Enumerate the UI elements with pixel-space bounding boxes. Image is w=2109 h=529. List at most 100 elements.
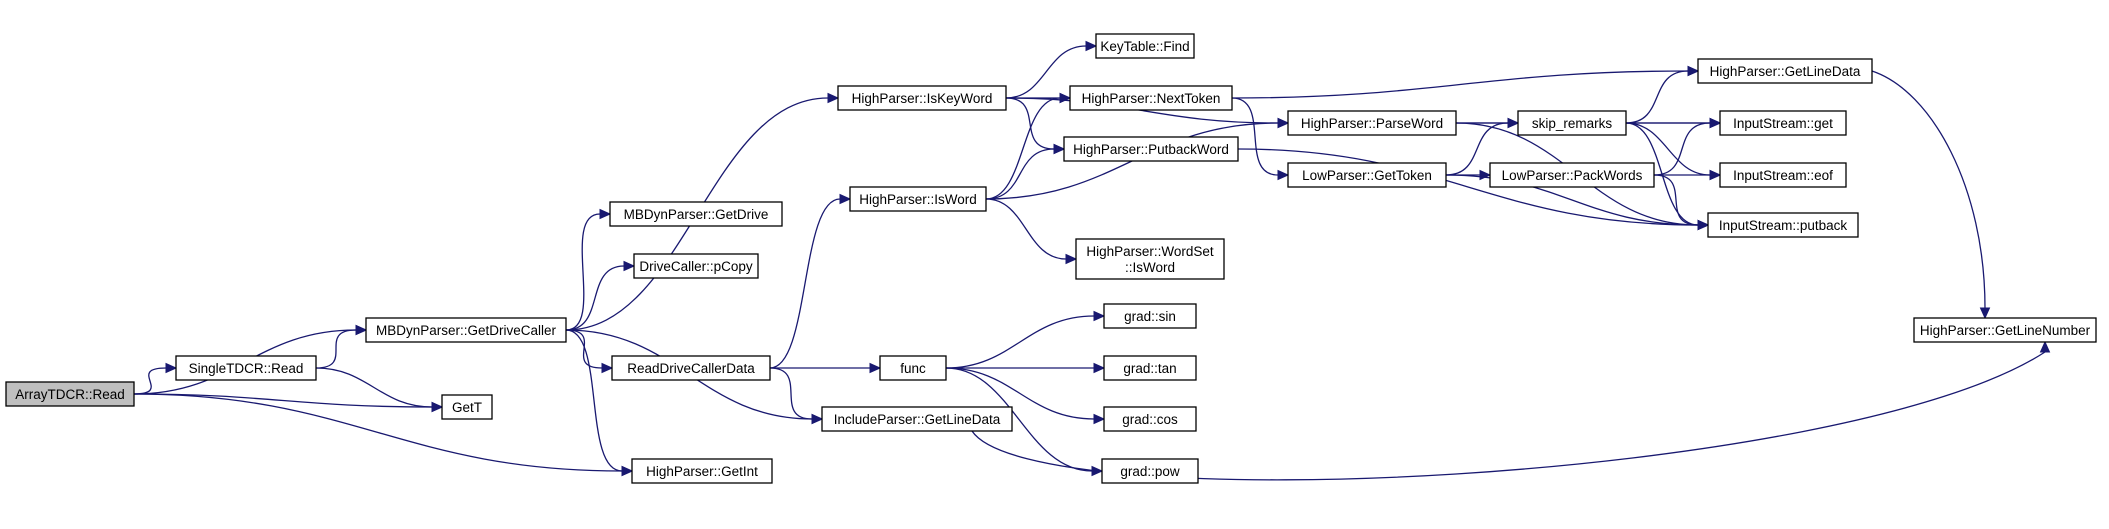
arrowhead: [1065, 253, 1078, 265]
node-readdrivecallerdata[interactable]: ReadDriveCallerData: [611, 355, 771, 381]
node-highparser-nexttoken[interactable]: HighParser::NextToken: [1069, 85, 1233, 111]
node-grad-pow[interactable]: grad::pow: [1101, 458, 1199, 484]
edge-line: [1005, 97, 1055, 150]
arrowhead: [1277, 169, 1290, 181]
node-box: [1489, 162, 1655, 188]
arrowhead: [431, 401, 444, 413]
node-box: [1103, 355, 1197, 381]
edge-includeparser-getlinedata-to-highparser-getlinenumber: [971, 340, 2051, 481]
edge-highparser-nexttoken-to-highparser-getlinedata: [1231, 65, 1700, 99]
node-highparser-getlinedata[interactable]: HighParser::GetLineData: [1697, 58, 1873, 84]
node-label: HighParser::GetLineData: [1710, 64, 1861, 79]
node-label: HighParser::GetInt: [646, 464, 758, 479]
node-highparser-getlinenumber[interactable]: HighParser::GetLineNumber: [1913, 317, 2097, 343]
node-label: HighParser::IsWord: [859, 192, 977, 207]
arrowhead: [1277, 117, 1290, 129]
edge-highparser-isword-to-highparser-wordset-isword: [985, 198, 1078, 265]
node-box: [609, 201, 783, 227]
node-label: InputStream::get: [1733, 116, 1833, 131]
edge-mbdynparser-getdrivecaller-to-highparser-getint: [565, 329, 634, 477]
edge-line: [985, 198, 1067, 260]
node-label: HighParser::PutbackWord: [1073, 142, 1229, 157]
arrowhead: [599, 208, 612, 220]
node-highparser-wordset-isword[interactable]: HighParser::WordSet::IsWord: [1075, 238, 1225, 280]
node-box: [1101, 458, 1199, 484]
node-grad-cos[interactable]: grad::cos: [1103, 406, 1197, 432]
node-box: [837, 85, 1007, 111]
node-highparser-iskeyword[interactable]: HighParser::IsKeyWord: [837, 85, 1007, 111]
node-grad-tan[interactable]: grad::tan: [1103, 355, 1197, 381]
arrowhead: [1697, 219, 1710, 231]
node-label: ArrayTDCR::Read: [15, 387, 125, 402]
node-highparser-isword[interactable]: HighParser::IsWord: [849, 186, 987, 212]
edge-line: [1005, 45, 1087, 99]
node-box: [1719, 162, 1847, 188]
node-drivecaller-pcopy[interactable]: DriveCaller::pCopy: [633, 253, 759, 279]
node-label: func: [900, 361, 926, 376]
node-skip-remarks[interactable]: skip_remarks: [1517, 110, 1627, 136]
edge-line: [133, 367, 167, 395]
node-label: GetT: [452, 400, 482, 415]
arrowhead: [1709, 169, 1722, 181]
node-highparser-parseword[interactable]: HighParser::ParseWord: [1287, 110, 1457, 136]
edge-singletdcr-read-to-gett: [315, 367, 444, 413]
arrowhead: [1093, 310, 1106, 322]
node-arraytdcr-read[interactable]: ArrayTDCR::Read: [5, 381, 135, 407]
node-mbdynparser-getdrive[interactable]: MBDynParser::GetDrive: [609, 201, 783, 227]
node-label: HighParser::IsKeyWord: [852, 91, 993, 106]
edge-line: [133, 393, 433, 408]
node-label: HighParser::ParseWord: [1301, 116, 1443, 131]
arrowhead: [165, 362, 178, 374]
edge-line: [1625, 70, 1689, 124]
node-inputstream-eof[interactable]: InputStream::eof: [1719, 162, 1847, 188]
node-inputstream-putback[interactable]: InputStream::putback: [1707, 212, 1859, 238]
edge-singletdcr-read-to-mbdynparser-getdrivecaller: [315, 324, 368, 369]
node-highparser-putbackword[interactable]: HighParser::PutbackWord: [1063, 136, 1239, 162]
edge-line: [769, 367, 813, 420]
edge-line: [945, 367, 1093, 472]
arrowhead: [1093, 413, 1106, 425]
node-grad-sin[interactable]: grad::sin: [1103, 303, 1197, 329]
edge-line: [1445, 122, 1509, 176]
node-lowparser-packwords[interactable]: LowParser::PackWords: [1489, 162, 1655, 188]
node-label: LowParser::GetToken: [1302, 168, 1432, 183]
node-func[interactable]: func: [879, 355, 947, 381]
node-highparser-getint[interactable]: HighParser::GetInt: [631, 458, 773, 484]
node-includeparser-getlinedata[interactable]: IncludeParser::GetLineData: [821, 406, 1013, 432]
node-label: LowParser::PackWords: [1502, 168, 1643, 183]
node-box: [1517, 110, 1627, 136]
arrowhead: [355, 324, 368, 336]
node-label: HighParser::GetLineNumber: [1920, 323, 2091, 338]
edge-highparser-isword-to-highparser-nexttoken: [985, 92, 1072, 200]
edge-line: [985, 97, 1061, 200]
edge-lowparser-packwords-to-inputstream-putback: [1653, 174, 1710, 231]
node-box: [1719, 110, 1847, 136]
node-label: MBDynParser::GetDriveCaller: [376, 323, 557, 338]
node-box: [1287, 162, 1447, 188]
node-box: [1069, 85, 1233, 111]
node-box: [821, 406, 1013, 432]
edge-func-to-grad-sin: [945, 310, 1106, 369]
node-box: [1287, 110, 1457, 136]
node-inputstream-get[interactable]: InputStream::get: [1719, 110, 1847, 136]
arrowhead: [601, 362, 614, 374]
arrowhead: [1085, 40, 1098, 52]
edge-line: [565, 329, 603, 369]
node-mbdynparser-getdrivecaller[interactable]: MBDynParser::GetDriveCaller: [365, 317, 567, 343]
edge-readdrivecallerdata-to-includeparser-getlinedata: [769, 367, 824, 425]
edge-line: [565, 213, 601, 331]
node-singletdcr-read[interactable]: SingleTDCR::Read: [175, 355, 317, 381]
arrowhead: [1053, 143, 1066, 155]
node-box: [1063, 136, 1239, 162]
edge-highparser-iskeyword-to-keytable-find: [1005, 40, 1098, 99]
node-label: ReadDriveCallerData: [627, 361, 755, 376]
node-lowparser-gettoken[interactable]: LowParser::GetToken: [1287, 162, 1447, 188]
node-gett[interactable]: GetT: [441, 394, 493, 420]
node-label: grad::tan: [1123, 361, 1176, 376]
edge-line: [315, 329, 357, 369]
node-keytable-find[interactable]: KeyTable::Find: [1095, 33, 1195, 59]
arrowhead: [1507, 117, 1520, 129]
edge-line: [133, 393, 623, 472]
node-label: ::IsWord: [1125, 260, 1175, 275]
arrowhead: [1709, 117, 1722, 129]
